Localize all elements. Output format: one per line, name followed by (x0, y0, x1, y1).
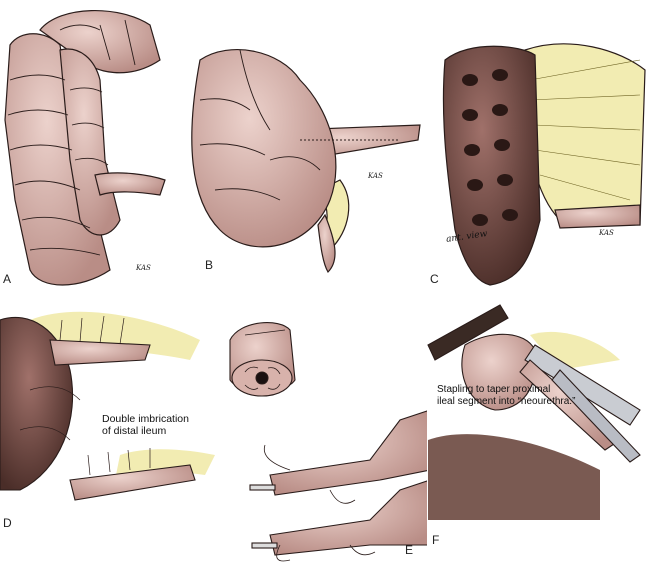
panel-label-c: C (430, 272, 439, 286)
artist-signature-a: KAS (136, 264, 151, 272)
artist-signature-b: KAS (368, 172, 383, 180)
caption-line: of distal ileum (102, 425, 167, 437)
caption-line: Stapling to taper proximal (437, 384, 551, 395)
panel-e-tapering-drawing (229, 322, 431, 562)
caption-line: Double imbrication (102, 413, 189, 425)
panel-label-d: D (3, 516, 12, 530)
panel-b-cecum-drawing (191, 49, 421, 273)
artist-signature-c: KAS (599, 229, 614, 237)
panel-label-a: A (3, 272, 12, 286)
panel-f-stapling-drawing (427, 304, 647, 555)
panel-label-e: E (405, 543, 414, 557)
caption-double-imbrication: Double imbrication of distal ileum (102, 413, 189, 437)
caption-stapling: Stapling to taper proximal ileal segment… (437, 384, 575, 408)
panel-d-imbrication-drawing (0, 311, 215, 501)
caption-line: ileal segment into “neourethra.” (437, 396, 576, 407)
panel-label-f: F (432, 533, 440, 547)
panel-a-colon-drawing (4, 10, 166, 286)
panel-label-b: B (205, 258, 214, 272)
panel-c-opened-colon-drawing (442, 43, 646, 286)
